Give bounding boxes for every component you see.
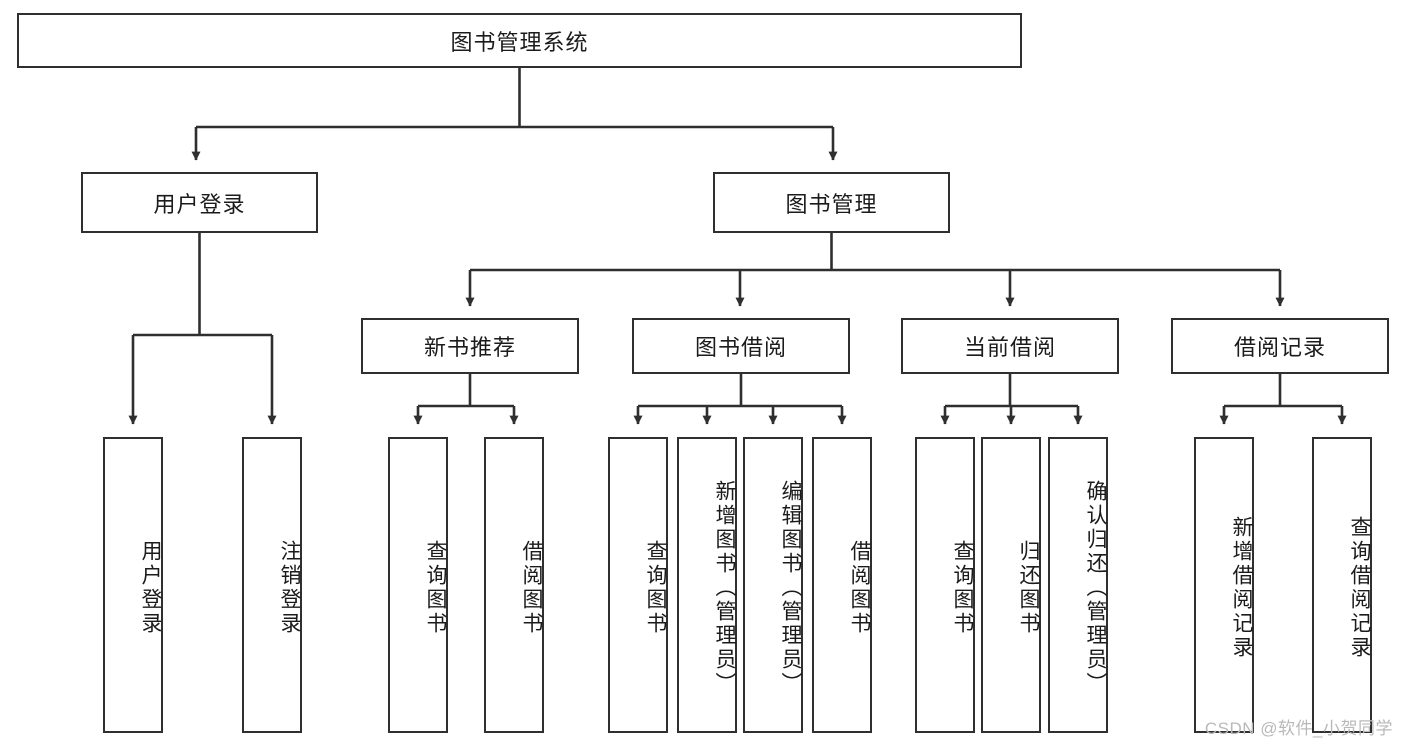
node-new-book-recommend-label: 新书推荐 [423,335,516,360]
node-borrow-record-label: 借阅记录 [1233,335,1326,360]
node-leaf-query-book-2-label: 查询图书 [644,540,667,636]
node-current-borrow[interactable]: 当前借阅 [901,318,1119,374]
node-book-borrow-label: 图书借阅 [694,335,787,360]
node-book-manage-label: 图书管理 [785,191,878,217]
node-leaf-query-record[interactable]: 查询借阅记录 [1312,437,1372,733]
node-leaf-query-record-label: 查询借阅记录 [1348,516,1371,660]
node-leaf-query-book-3-label: 查询图书 [951,540,974,636]
node-leaf-user-logout-label: 注销登录 [278,540,301,636]
node-leaf-edit-book[interactable]: 编辑图书（管理员） [743,437,803,733]
watermark: CSDN @软件_小贺同学 [1204,719,1393,738]
node-leaf-add-book[interactable]: 新增图书（管理员） [677,437,737,733]
node-leaf-query-book-1[interactable]: 查询图书 [388,437,448,733]
node-leaf-user-logout[interactable]: 注销登录 [242,437,302,733]
node-root[interactable]: 图书管理系统 [17,13,1022,68]
node-leaf-borrow-book-2[interactable]: 借阅图书 [812,437,872,733]
node-leaf-borrow-book-2-label: 借阅图书 [848,540,871,636]
node-leaf-edit-book-label: 编辑图书（管理员） [779,480,802,696]
node-current-borrow-label: 当前借阅 [963,335,1056,360]
node-leaf-add-record[interactable]: 新增借阅记录 [1194,437,1254,733]
node-borrow-record[interactable]: 借阅记录 [1171,318,1389,374]
node-leaf-query-book-1-label: 查询图书 [424,540,447,636]
node-leaf-borrow-book-1[interactable]: 借阅图书 [484,437,544,733]
node-leaf-query-book-3[interactable]: 查询图书 [915,437,975,733]
node-leaf-borrow-book-1-label: 借阅图书 [520,540,543,636]
node-root-label: 图书管理系统 [450,29,589,55]
node-leaf-add-book-label: 新增图书（管理员） [713,480,736,696]
node-leaf-user-login-label: 用户登录 [139,540,162,636]
node-leaf-confirm-return-label: 确认归还（管理员） [1084,480,1107,696]
node-user-login[interactable]: 用户登录 [81,172,318,233]
node-leaf-add-record-label: 新增借阅记录 [1230,516,1253,660]
node-user-login-label: 用户登录 [153,191,246,217]
node-leaf-return-book[interactable]: 归还图书 [981,437,1041,733]
node-leaf-user-login[interactable]: 用户登录 [103,437,163,733]
node-leaf-confirm-return[interactable]: 确认归还（管理员） [1048,437,1108,733]
node-book-manage[interactable]: 图书管理 [713,172,950,233]
node-book-borrow[interactable]: 图书借阅 [632,318,850,374]
node-leaf-return-book-label: 归还图书 [1017,540,1040,636]
node-leaf-query-book-2[interactable]: 查询图书 [608,437,668,733]
node-new-book-recommend[interactable]: 新书推荐 [361,318,579,374]
